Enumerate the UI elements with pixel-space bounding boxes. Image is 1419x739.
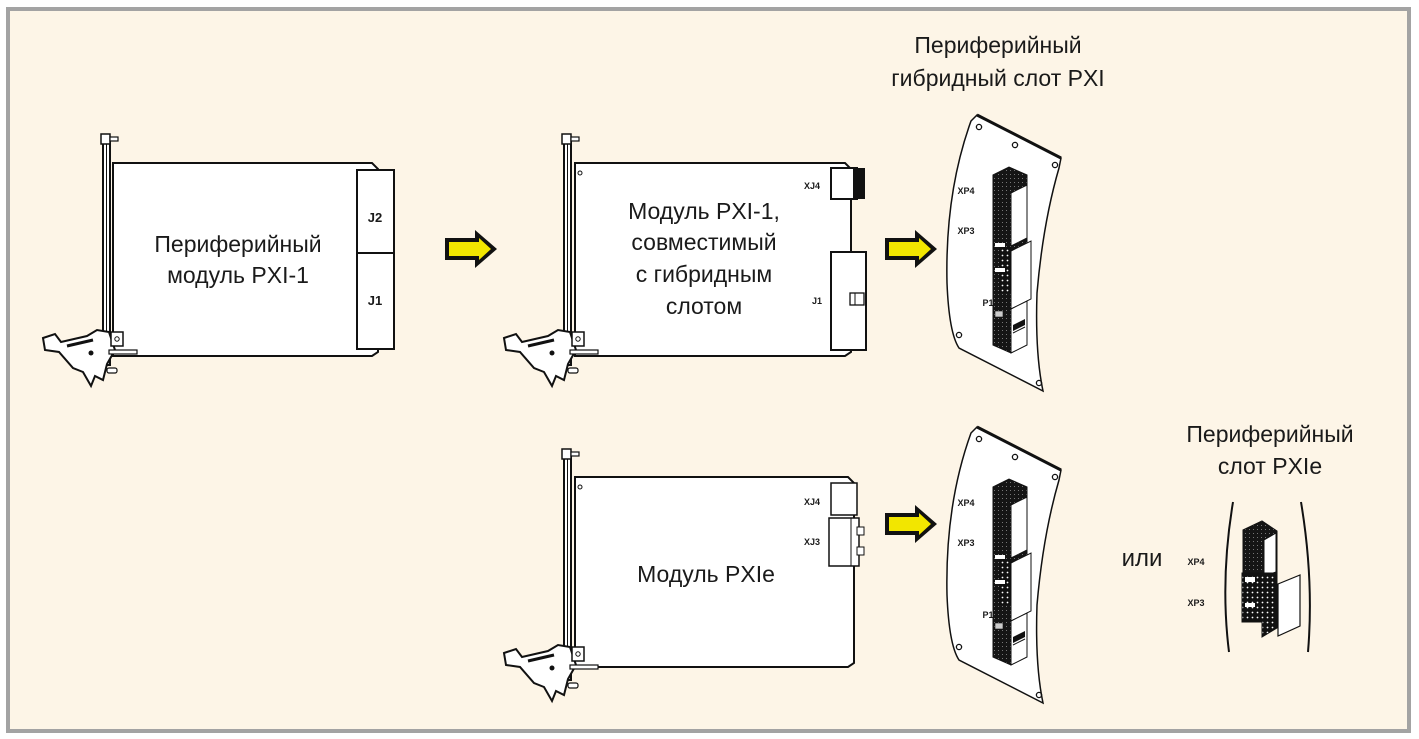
connector-label-xj4: XJ4	[804, 181, 820, 191]
hybrid-pxi-slot: Периферийный гибридный слот PXI XP4 XP3 …	[891, 32, 1105, 393]
pxie-module-caption: Модуль PXIe	[637, 561, 775, 587]
pxie-module: XJ4 XJ3 Модуль PXIe	[502, 447, 865, 703]
hybrid-slot-caption-line2: гибридный слот PXI	[891, 65, 1104, 91]
connector-label-p1: P1	[982, 298, 993, 308]
pxi1-module-caption-line2: модуль PXI-1	[167, 262, 309, 288]
arrow-1-icon	[445, 230, 497, 268]
connector-label-p1: P1	[982, 610, 993, 620]
pxi1-module: J2 J1 Периферийный модуль PXI-1	[41, 132, 395, 388]
connector-label-xj3: XJ3	[804, 537, 820, 547]
arrow-3-icon	[885, 505, 937, 543]
hybrid-slot-caption-line1: Периферийный	[914, 32, 1081, 58]
connector-label-xp3: XP3	[957, 538, 974, 548]
connector-label-xp4: XP4	[1187, 557, 1204, 567]
hybrid-compatible-module: XJ4 J1 Модуль PXI-1, совместимый с гибри…	[502, 132, 867, 388]
connector-label-xp3: XP3	[957, 226, 974, 236]
hybrid-module-caption-line2: совместимый	[631, 229, 776, 255]
hybrid-module-caption-line3: с гибридным	[636, 261, 772, 287]
connector-label-xp4: XP4	[957, 498, 974, 508]
hybrid-module-caption-line4: слотом	[666, 293, 742, 319]
pxi1-module-caption-line1: Периферийный	[154, 231, 321, 257]
arrow-2-icon	[885, 230, 937, 268]
connector-label-j1: J1	[812, 296, 822, 306]
backplane-connector-icon	[945, 113, 1063, 393]
pxie-slot: Периферийный слот PXIe XP4 XP3	[1186, 421, 1354, 653]
connector-xj4	[830, 482, 858, 516]
connector-label-xp4: XP4	[957, 186, 974, 196]
pxie-slot-caption-line1: Периферийный	[1186, 421, 1353, 447]
connector-label-j2: J2	[368, 210, 382, 225]
backplane-connector-icon	[945, 425, 1063, 705]
or-label: или	[1122, 545, 1163, 572]
hybrid-pxi-slot-lower: XP4 XP3 P1	[945, 425, 1063, 705]
pxie-slot-caption-line2: слот PXIe	[1218, 453, 1322, 479]
connector-j1	[356, 252, 395, 350]
connector-label-xj4: XJ4	[804, 497, 820, 507]
hybrid-module-caption-line1: Модуль PXI-1,	[628, 198, 780, 224]
connector-label-j1: J1	[368, 293, 382, 308]
connector-xj4	[830, 167, 858, 200]
connector-xj3	[828, 517, 860, 567]
connector-label-xp3: XP3	[1187, 598, 1204, 608]
